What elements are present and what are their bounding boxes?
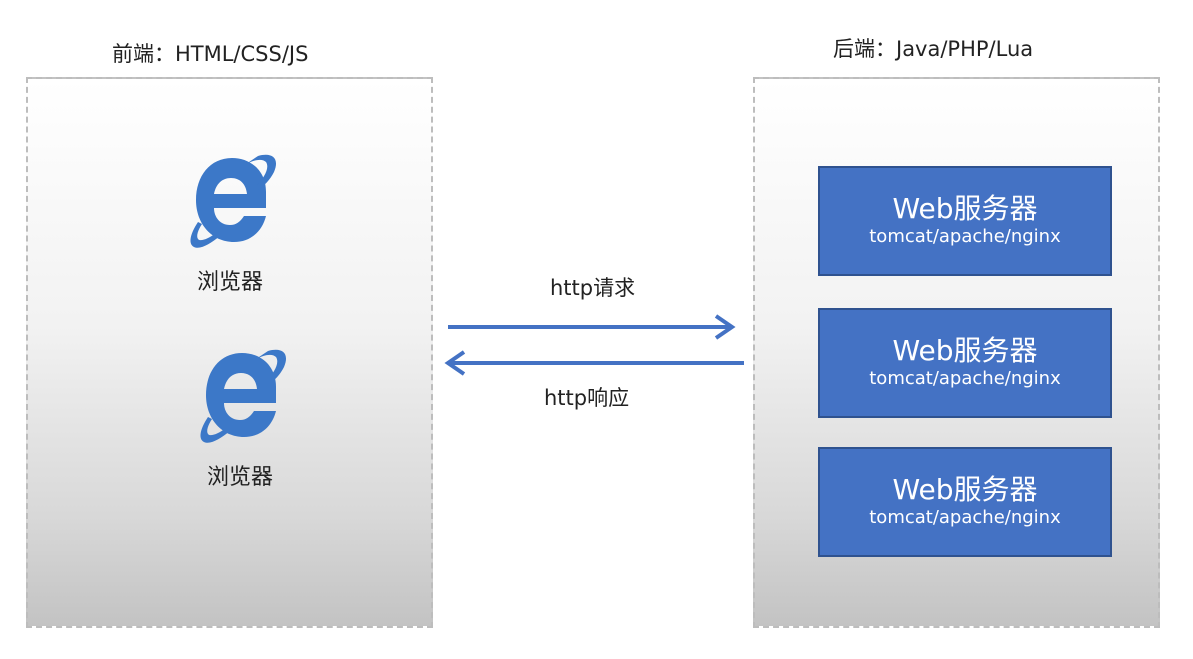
server-software: tomcat/apache/nginx (869, 226, 1061, 247)
server-name: Web服务器 (892, 192, 1038, 225)
server-software: tomcat/apache/nginx (869, 507, 1061, 528)
frontend-title: 前端：HTML/CSS/JS (112, 42, 309, 66)
request-label: http请求 (550, 276, 636, 300)
server-software: tomcat/apache/nginx (869, 368, 1061, 389)
browser-label: 浏览器 (196, 270, 263, 295)
web-server-1: Web服务器 tomcat/apache/nginx (818, 166, 1112, 276)
request-arrow (448, 314, 736, 340)
backend-title: 后端：Java/PHP/Lua (833, 37, 1034, 61)
server-name: Web服务器 (892, 334, 1038, 367)
ie-browser-icon (200, 349, 287, 443)
server-name: Web服务器 (892, 473, 1038, 506)
browser-1: 浏览器 (150, 150, 310, 296)
ie-browser-icon (190, 154, 277, 248)
web-server-3: Web服务器 tomcat/apache/nginx (818, 447, 1112, 557)
response-arrow (444, 350, 744, 376)
browser-2: 浏览器 (160, 345, 320, 491)
browser-label: 浏览器 (206, 465, 273, 490)
response-label: http响应 (544, 386, 630, 410)
web-server-2: Web服务器 tomcat/apache/nginx (818, 308, 1112, 418)
